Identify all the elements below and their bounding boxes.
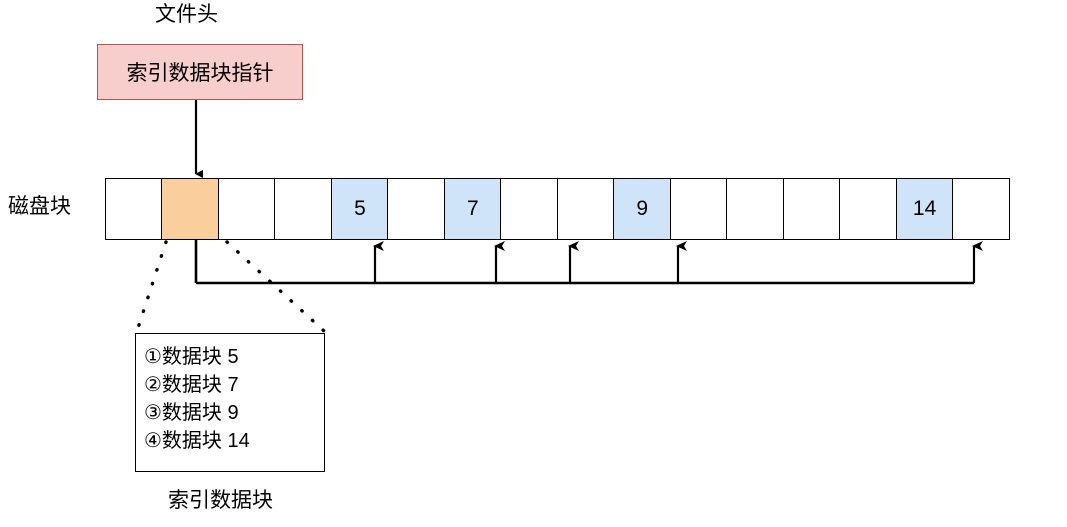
index-block-caption: 索引数据块 — [168, 489, 273, 512]
index-entry-1: ①数据块 5 — [144, 346, 239, 368]
disk-cell-10 — [669, 178, 728, 240]
disk-cell-15 — [952, 178, 1011, 240]
index-entry-2: ②数据块 7 — [144, 374, 239, 396]
index-pointer-label: 索引数据块指针 — [126, 62, 274, 85]
disk-cell-7 — [500, 178, 559, 240]
file-header-label: 文件头 — [155, 3, 218, 26]
index-block-entry-list: ①数据块 5 ②数据块 7 ③数据块 9 ④数据块 14 — [144, 343, 320, 455]
disk-cell-9-data: 9 — [613, 178, 672, 240]
index-pointer-box: 索引数据块指针 — [97, 44, 303, 100]
index-entry-4: ④数据块 14 — [144, 430, 250, 452]
disk-cell-11 — [726, 178, 785, 240]
disk-cell-3 — [274, 178, 333, 240]
disk-cell-12 — [782, 178, 841, 240]
index-block-box: ①数据块 5 ②数据块 7 ③数据块 9 ④数据块 14 — [135, 333, 325, 472]
disk-row-label: 磁盘块 — [8, 195, 71, 218]
index-entry-3: ③数据块 9 — [144, 402, 239, 424]
disk-cell-8 — [556, 178, 615, 240]
disk-block-row: 5 7 9 14 — [105, 178, 1011, 240]
leader-right-dotted — [225, 240, 326, 333]
disk-cell-6-data: 7 — [443, 178, 502, 240]
leader-left-dotted — [135, 240, 168, 333]
disk-cell-1-index — [161, 178, 220, 240]
